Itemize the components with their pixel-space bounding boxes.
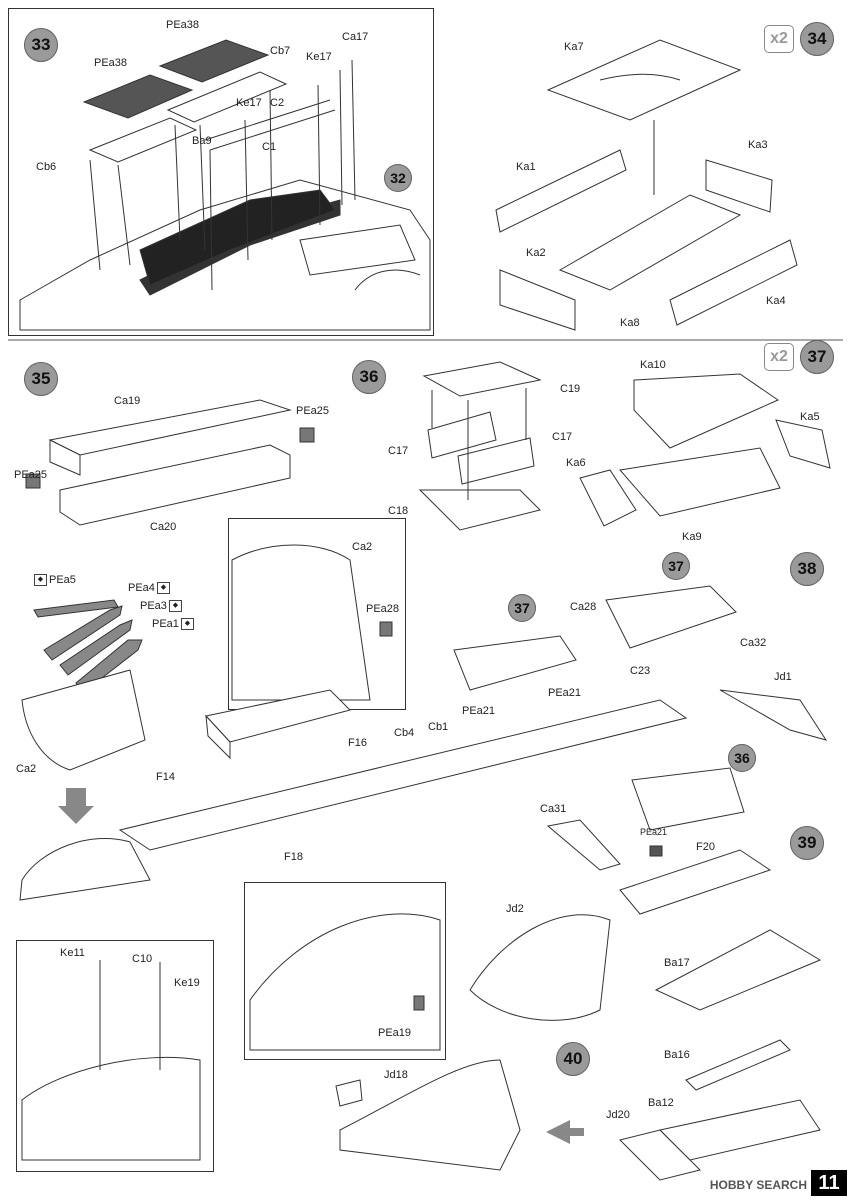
label-PEa21-c: PEa21 bbox=[640, 827, 668, 837]
label-Ka6: Ka6 bbox=[566, 457, 586, 469]
label-PEa21-a: PEa21 bbox=[548, 687, 582, 699]
label-Cb6: Cb6 bbox=[36, 161, 57, 173]
label-PEa3: PEa3◆ bbox=[140, 600, 184, 612]
label-PEa21-b: PEa21 bbox=[462, 705, 496, 717]
down-arrow-icon bbox=[58, 788, 94, 824]
label-PEa4: PEa4◆ bbox=[128, 582, 172, 594]
step-36-ref-badge: 36 bbox=[728, 744, 756, 772]
label-PEa1: PEa1◆ bbox=[152, 618, 196, 630]
label-Ca17-a: Ca17 bbox=[342, 31, 369, 43]
label-Ca2-a: Ca2 bbox=[352, 541, 373, 553]
step-37-badge: 37 bbox=[800, 340, 834, 374]
label-Ke11: Ke11 bbox=[60, 947, 85, 959]
label-PEa3-text: PEa3 bbox=[140, 599, 167, 612]
label-Ca32: Ca32 bbox=[740, 637, 767, 649]
label-F16: F16 bbox=[348, 737, 367, 749]
label-PEa5: ◆PEa5 bbox=[32, 574, 76, 586]
label-Cb1: Cb1 bbox=[428, 721, 449, 733]
step-36-badge: 36 bbox=[352, 360, 386, 394]
label-Ka2: Ka2 bbox=[526, 247, 546, 259]
label-PEa5-text: PEa5 bbox=[49, 573, 76, 586]
label-Ke17-b: Ke17 bbox=[236, 97, 262, 109]
step-40-badge: 40 bbox=[556, 1042, 590, 1076]
label-Cb7: Cb7 bbox=[270, 45, 291, 57]
label-C18: C18 bbox=[388, 505, 409, 517]
label-C10: C10 bbox=[132, 953, 153, 965]
label-Jd20: Jd20 bbox=[606, 1109, 630, 1121]
watermark-text: HOBBY SEARCH bbox=[709, 1178, 807, 1192]
step-39-badge: 39 bbox=[790, 826, 824, 860]
label-Ka5: Ka5 bbox=[800, 411, 820, 423]
label-Jd1: Jd1 bbox=[774, 671, 792, 683]
step-34-badge: 34 bbox=[800, 22, 834, 56]
label-Ka10: Ka10 bbox=[640, 359, 666, 371]
label-Ba17: Ba17 bbox=[664, 957, 690, 969]
label-F20: F20 bbox=[696, 841, 715, 853]
label-PEa38-left: PEa38 bbox=[94, 57, 128, 69]
label-PEa19: PEa19 bbox=[378, 1027, 412, 1039]
label-PEa28: PEa28 bbox=[366, 603, 400, 615]
label-Ka4: Ka4 bbox=[766, 295, 786, 307]
label-C19: C19 bbox=[560, 383, 581, 395]
label-Ca28: Ca28 bbox=[570, 601, 597, 613]
step-37-ref-b: 37 bbox=[508, 594, 536, 622]
label-Ca2-b: Ca2 bbox=[16, 763, 37, 775]
label-Ba9: Ba9 bbox=[192, 135, 212, 147]
label-Ke17-a: Ke17 bbox=[306, 51, 332, 63]
label-Cb4: Cb4 bbox=[394, 727, 415, 739]
label-Ca31: Ca31 bbox=[540, 803, 567, 815]
label-Ca19-35: Ca19 bbox=[114, 395, 141, 407]
label-Jd18: Jd18 bbox=[384, 1069, 408, 1081]
label-C17-left: C17 bbox=[388, 445, 409, 457]
label-Ka9: Ka9 bbox=[682, 531, 702, 543]
label-PEa1-text: PEa1 bbox=[152, 617, 179, 630]
label-Ba16: Ba16 bbox=[664, 1049, 690, 1061]
label-Ka1: Ka1 bbox=[516, 161, 536, 173]
label-PEa38-top: PEa38 bbox=[166, 19, 200, 31]
label-Jd2: Jd2 bbox=[506, 903, 524, 915]
label-Ka8: Ka8 bbox=[620, 317, 640, 329]
step-33-badge: 33 bbox=[24, 28, 58, 62]
step-38-badge: 38 bbox=[790, 552, 824, 586]
multiplier-x2-step34: x2 bbox=[764, 25, 794, 53]
step-37-ref-a: 37 bbox=[662, 552, 690, 580]
label-Ka3: Ka3 bbox=[748, 139, 768, 151]
label-Ka7: Ka7 bbox=[564, 41, 584, 53]
label-F18: F18 bbox=[284, 851, 303, 863]
multiplier-x2-step37: x2 bbox=[764, 343, 794, 371]
label-Ke19: Ke19 bbox=[174, 977, 200, 989]
pe-icon: ◆ bbox=[156, 582, 170, 594]
label-PEa25-left: PEa25 bbox=[14, 469, 48, 481]
label-C23: C23 bbox=[630, 665, 651, 677]
label-Ba12: Ba12 bbox=[648, 1097, 674, 1109]
pe-icon: ◆ bbox=[168, 600, 182, 612]
label-Ca20: Ca20 bbox=[150, 521, 177, 533]
label-PEa4-text: PEa4 bbox=[128, 581, 155, 594]
label-PEa25-right: PEa25 bbox=[296, 405, 330, 417]
label-F14: F14 bbox=[156, 771, 175, 783]
pe-icon: ◆ bbox=[34, 574, 47, 586]
label-C17-right: C17 bbox=[552, 431, 573, 443]
label-C2: C2 bbox=[270, 97, 285, 109]
step-32-ref-badge: 32 bbox=[384, 164, 412, 192]
page-number: 11 bbox=[811, 1170, 847, 1196]
pe-icon: ◆ bbox=[180, 618, 194, 630]
label-C1: C1 bbox=[262, 141, 277, 153]
step-35-badge: 35 bbox=[24, 362, 58, 396]
